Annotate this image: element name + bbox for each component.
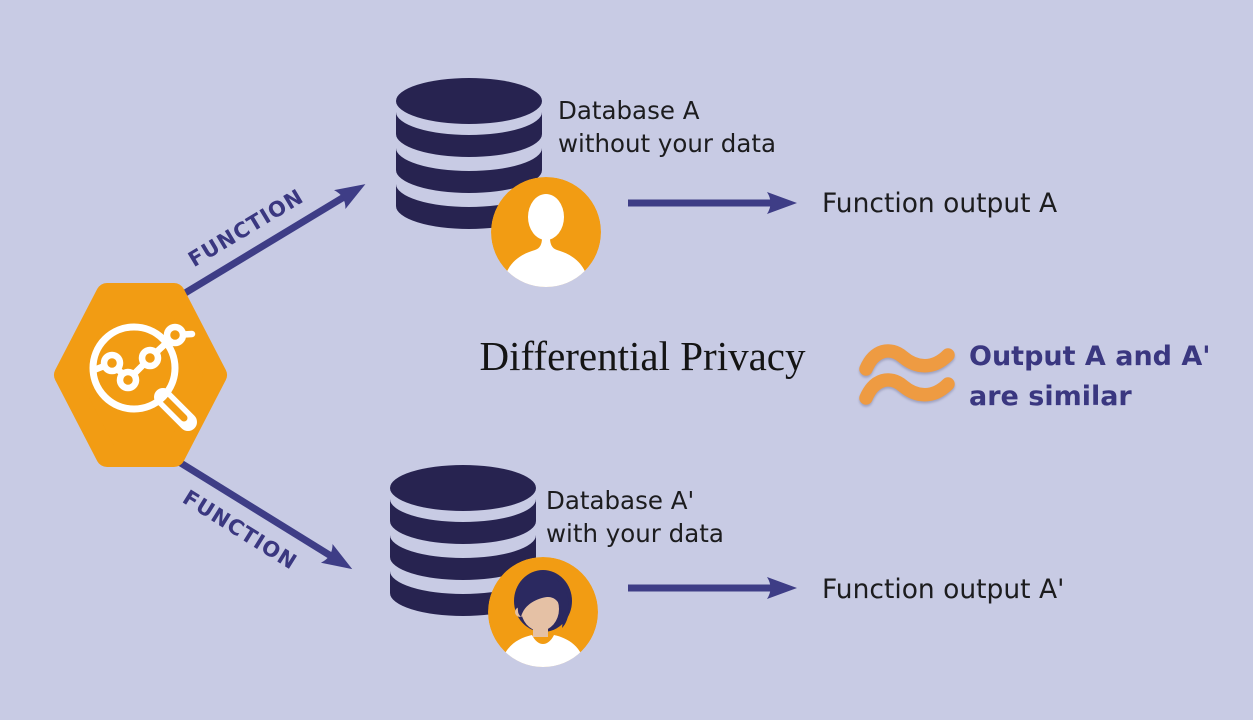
function-hexagon: [53, 280, 228, 470]
magnifier-chart-icon: [54, 283, 227, 467]
database-a-label: Database A without your data: [558, 94, 776, 160]
similarity-note-line2: are similar: [969, 381, 1132, 412]
database-a-prime-label-line1: Database A': [546, 486, 695, 515]
similarity-note-line1: Output A and A': [969, 341, 1211, 372]
female-avatar-icon: [488, 557, 598, 667]
database-a-prime-label: Database A' with your data: [546, 484, 724, 550]
approx-equal-icon: [858, 338, 958, 418]
database-a-prime-label-line2: with your data: [546, 519, 724, 548]
male-avatar-icon: [491, 177, 601, 287]
similarity-note: Output A and A' are similar: [969, 337, 1211, 417]
database-a-label-line2: without your data: [558, 129, 776, 158]
person-a: [491, 177, 601, 287]
function-output-a-label: Function output A: [822, 188, 1058, 219]
page-title: Differential Privacy: [479, 333, 806, 379]
person-a-prime: [488, 557, 598, 667]
function-output-a-prime-label: Function output A': [822, 574, 1065, 605]
database-a-label-line1: Database A: [558, 96, 700, 125]
